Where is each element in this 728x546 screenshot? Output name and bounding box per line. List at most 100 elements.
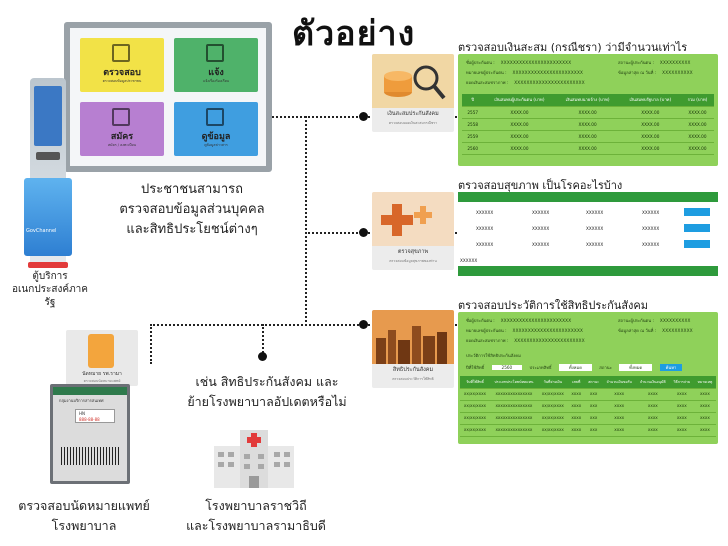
info-value: XXXXXXXXXXXXXXXXXXXXXXX [514,80,585,85]
social-table: วันที่ใช้สิทธิ์ ประเภทประโยชน์ทดแทน วันท… [460,376,716,437]
info-label: ยอดเงินสะสมชราภาพ : [466,80,509,85]
connector-social [150,324,370,326]
info-value: XXXXXXXXXXXXXXXXXXXXXXX [512,328,584,333]
fund-info-row: ยอดเงินสะสมชราภาพ : XXXXXXXXXXXXXXXXXXXXX… [466,79,585,86]
table-cell: XXXX [693,388,716,401]
table-cell: XX/XX/XXXX [460,412,490,425]
table-cell: XXXX [602,412,636,425]
tile-sub: ดูข้อมูลข่าวสาร [204,143,228,147]
table-cell: XX/XX/XXXX [537,388,568,401]
connector-dot [359,228,368,237]
card-slot [36,152,60,160]
appointment-caption: ตรวจสอบนัดหมายแพทย์ โรงพยาบาล [4,496,164,536]
kiosk-label-line2: อเนกประสงค์ภาครัฐ [12,284,88,308]
column-header: เงินสมทบผู้ประกันตน (บาท) [483,94,556,107]
tile-label: ดูข้อมูล [201,132,231,142]
social-info-row: สถานะผู้ประกันตน :XXXXXXXXXX [618,317,691,324]
appointment-caption-line2: โรงพยาบาล [51,518,117,533]
info-label: หมายเลขผู้ประกันตน : [466,328,507,333]
health-thumbnail[interactable]: ตรวจสุขภาพ ตรวจสอบข้อมูลสุขภาพของท่าน [372,192,454,270]
table-cell: XXXX [669,412,694,425]
table-cell: XXXXXX [532,226,550,231]
kiosk-screen-mockup: ตรวจสอบ ตรวจสอบข้อมูลประชาชน แจ้ง แจ้งเร… [64,22,272,172]
monitor-caption-line2: ตรวจสอบข้อมูลส่วนบุคคล [119,202,265,217]
filter-label: ปีที่ใช้สิทธิ์ [466,365,485,370]
health-footer-bar [458,266,718,276]
table-cell: XXXX [567,424,585,437]
table-cell: XXXX [635,388,670,401]
tile-info[interactable]: ดูข้อมูล ดูข้อมูลข่าวสาร [174,102,258,156]
table-cell: XXX [584,388,603,401]
tile-sub: สมัคร / ลงทะเบียน [108,143,136,147]
table-cell: XX/XX/XXXX [537,424,568,437]
table-cell: XXX [584,412,603,425]
view-button[interactable] [684,240,710,248]
column-header: วันที่จ่ายเงิน [537,376,568,389]
info-label: ข้อมูลล่าสุด ณ วันที่ : [618,70,657,75]
table-cell: XX/XX/XXXX [537,400,568,413]
column-header: วิธีการจ่าย [669,376,694,389]
table-cell: 2557 [462,106,484,119]
column-header: วันที่ใช้สิทธิ์ [460,376,490,389]
table-cell: 2560 [462,142,484,155]
table-cell: XXXX [669,424,694,437]
tile-report[interactable]: แจ้ง แจ้งเรื่องร้องเรียน [174,38,258,92]
table-cell: XXXX [567,412,585,425]
table-cell: 2559 [462,130,484,143]
fund-panel: ชื่อผู้ประกันตน : XXXXXXXXXXXXXXXXXXXXXXX… [458,54,718,166]
social-thumbnail[interactable]: สิทธิประกันสังคม ตรวจสอบประวัติการใช้สิท… [372,310,454,388]
column-header: รวม (บาท) [680,94,714,107]
middle-caption-line2: ย้ายโรงพยาบาลอัปเดตหรือไม่ [187,394,347,409]
table-cell: XXXX [635,412,670,425]
table-cell: XXXX [693,400,716,413]
medical-cross-icon [372,192,454,246]
connector-health [305,232,370,234]
appointment-thumb-label: นัดหมาย รพ.รามา [82,371,122,377]
health-thumb-label: ตรวจสุขภาพ [397,249,429,255]
table-cell: 2558 [462,118,484,131]
card-header-strip [53,387,127,395]
table-cell: XXXXXX [476,210,494,215]
year-select[interactable]: 2560 [491,365,523,370]
kiosk-illustration: GovChannel [22,78,74,268]
table-cell: XXXX.00 [680,118,714,131]
table-cell: XXXXXX [642,210,660,215]
hn-box: HN 888-88-88 [75,409,115,423]
table-cell: XXXXXXXXXXXXXXX [489,388,538,401]
view-button[interactable] [684,224,710,232]
status-select[interactable]: ทั้งหมด [619,364,653,371]
table-cell: XXXX.00 [555,106,620,119]
tile-label: สมัคร [110,132,134,142]
health-footer-text: XXXXXX [460,258,478,263]
social-info-row: ชื่อผู้ประกันตน :XXXXXXXXXXXXXXXXXXXXXXX [466,317,571,324]
coins-magnifier-icon [372,54,454,108]
tile-register[interactable]: สมัคร สมัคร / ลงทะเบียน [80,102,164,156]
column-header: เลขที่ [567,376,585,389]
phone-icon [88,334,114,368]
table-cell: XXXX.00 [483,106,556,119]
appointment-thumbnail[interactable]: นัดหมาย รพ.รามา ตรวจสอบนัดหมายแพทย์ [66,330,138,386]
info-value: XXXXXXXXXXXXXXXXXXXXXXX [500,318,572,323]
info-value: XXXXXXXXXXXXXXXXXXXXXXX [500,60,572,65]
info-value: XXXXXXXXXXXXXXXXXXXXXXX [514,338,585,343]
table-cell: XXXXXX [586,210,604,215]
table-cell: XXXX [693,412,716,425]
column-header: จำนวนเงินอนุมัติ [635,376,670,389]
table-cell: XXXX.00 [555,130,620,143]
info-value: XXXXXXXXXX [659,318,691,323]
table-cell: XXX [584,424,603,437]
fund-thumbnail[interactable]: เงินสะสมประกันสังคม ตรวจสอบยอดเงินสะสมกร… [372,54,454,132]
middle-caption: เช่น สิทธิประกันสังคม และ ย้ายโรงพยาบาลอ… [172,372,362,412]
search-button[interactable]: ค้นหา [659,364,683,371]
type-select[interactable]: ทั้งหมด [558,364,592,371]
table-cell: XXX [584,400,603,413]
connector-middle [262,324,264,356]
tile-check[interactable]: ตรวจสอบ ตรวจสอบข้อมูลประชาชน [80,38,164,92]
info-label: ชื่อผู้ประกันตน : [466,60,495,65]
view-button[interactable] [684,208,710,216]
social-info-row: ยอดเงินสะสมชราภาพ :XXXXXXXXXXXXXXXXXXXXX… [466,337,585,344]
